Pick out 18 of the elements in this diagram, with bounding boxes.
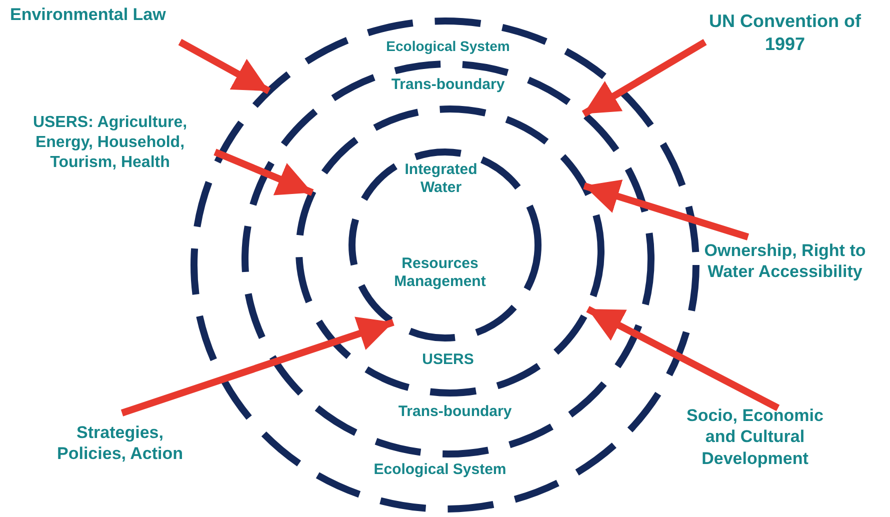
ring-label: Integrated Water: [404, 161, 478, 197]
factor-label: Strategies, Policies, Action: [56, 422, 184, 464]
arrow: [582, 38, 707, 117]
factor-label: UN Convention of 1997: [708, 10, 862, 55]
arrow: [583, 180, 750, 240]
ring-label: Trans-boundary: [390, 76, 506, 94]
ring-label: Ecological System: [372, 461, 508, 479]
factor-label: Ownership, Right to Water Accessibility: [703, 240, 867, 282]
arrow: [586, 306, 780, 412]
arrow: [178, 38, 271, 94]
factor-label: Environmental Law: [10, 4, 167, 26]
arrow: [120, 316, 394, 416]
ring-label: USERS: [421, 351, 475, 369]
factor-label: Socio, Economic and Cultural Development: [686, 405, 824, 469]
ring-label: Ecological System: [385, 38, 511, 55]
ring-label: Trans-boundary: [397, 403, 513, 421]
factor-label: USERS: Agriculture, Energy, Household, Tourism, Health: [32, 113, 188, 173]
ring-label: Resources Management: [393, 255, 487, 291]
